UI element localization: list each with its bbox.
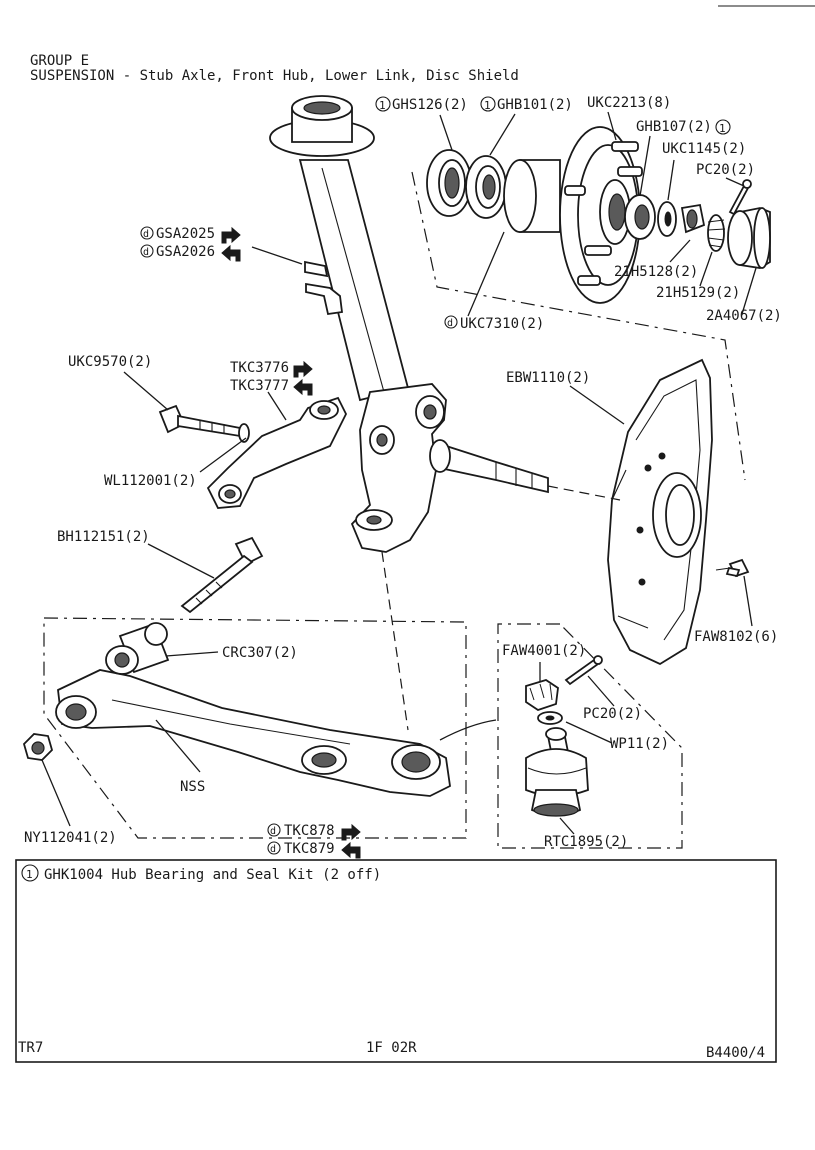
bolt-bh112151 <box>180 536 264 614</box>
footer-center: 1F 02R <box>366 1040 417 1056</box>
bolt-faw8102 <box>715 558 750 578</box>
footer-left: TR7 <box>18 1040 43 1056</box>
label-pc20-top: PC20(2) <box>696 162 755 178</box>
label-ukc9570: UKC9570(2) <box>68 354 152 370</box>
bearing-ghb101 <box>465 155 507 219</box>
washer-wp11 <box>537 711 563 725</box>
split-pin-pc20-bottom <box>564 655 603 686</box>
kit-note-box <box>15 859 777 1063</box>
kit-marker-ghs126 <box>375 96 391 112</box>
label-tkc878: TKC878 <box>284 823 335 839</box>
callout-labels: 1 GHS126(2) 1 GHB101(2) UKC2213(8) GHB10… <box>24 95 782 859</box>
group-heading: GROUP E <box>30 53 89 69</box>
strut-stub-axle <box>269 95 549 553</box>
retainer-21h5129 <box>707 214 726 252</box>
label-21h5128: 21H5128(2) <box>614 264 698 280</box>
label-ebw1110: EBW1110(2) <box>506 370 590 386</box>
nut-21h5128 <box>680 203 706 234</box>
label-gsa2025: GSA2025 <box>156 226 215 242</box>
label-tkc879: TKC879 <box>284 841 335 857</box>
arrow-left-icon <box>221 244 241 262</box>
assembly-line-strut-to-link <box>381 551 409 731</box>
d-marker-gsa2026-letter: d <box>143 247 149 258</box>
ball-joint-group <box>497 623 683 849</box>
label-rtc1895: RTC1895(2) <box>544 834 628 850</box>
d-marker-tkc878-letter: d <box>270 826 276 837</box>
d-marker-ukc7310 <box>444 315 458 329</box>
kit-marker-ghb107 <box>715 119 731 135</box>
label-tkc3777: TKC3777 <box>230 378 289 394</box>
label-gsa2026: GSA2026 <box>156 244 215 260</box>
label-ny112041: NY112041(2) <box>24 830 117 846</box>
label-crc307: CRC307(2) <box>222 645 298 661</box>
kit-note-text: GHK1004 Hub Bearing and Seal Kit (2 off) <box>44 867 381 883</box>
label-21h5129: 21H5129(2) <box>656 285 740 301</box>
label-bh112151: BH112151(2) <box>57 529 150 545</box>
kit-marker-ghs126-digit: 1 <box>379 99 386 112</box>
assembly-line-link-to-balljoint <box>439 719 497 741</box>
washer-ukc1145 <box>657 201 677 237</box>
d-marker-tkc879-letter: d <box>270 844 276 855</box>
d-marker-tkc879 <box>267 841 281 855</box>
kit-marker-ghb101-digit: 1 <box>484 99 491 112</box>
steering-arm-tkc3776 <box>206 396 348 509</box>
arrow-right-icon <box>221 226 241 244</box>
leader-lines <box>41 111 757 835</box>
label-tkc3776: TKC3776 <box>230 360 289 376</box>
lower-link-group <box>43 617 467 839</box>
kit-marker-ghb107-digit: 1 <box>719 122 726 135</box>
hub-ukc7310 <box>503 126 643 304</box>
bush-crc307 <box>105 622 170 675</box>
label-wp11: WP11(2) <box>610 736 669 752</box>
d-marker-gsa2026 <box>140 244 154 258</box>
label-pc20-bottom: PC20(2) <box>583 706 642 722</box>
kit-marker-ghb101 <box>480 96 496 112</box>
disc-shield-ebw1110 <box>607 358 713 666</box>
label-ukc7310: UKC7310(2) <box>460 316 544 332</box>
label-wl112001: WL112001(2) <box>104 473 197 489</box>
ball-joint-outline <box>497 623 683 849</box>
kit-marker-note <box>21 864 39 882</box>
footer-right: B4400/4 <box>706 1045 765 1061</box>
d-marker-gsa2025-letter: d <box>143 229 149 240</box>
label-nss: NSS <box>180 779 205 795</box>
nut-faw4001 <box>525 679 559 711</box>
label-ghs126: GHS126(2) <box>392 97 468 113</box>
label-faw8102: FAW8102(6) <box>694 629 778 645</box>
hub-cap-2a4067 <box>727 207 771 269</box>
label-ukc2213: UKC2213(8) <box>587 95 671 111</box>
assembly-line-spindle-to-shield <box>547 485 621 501</box>
page-title: SUSPENSION - Stub Axle, Front Hub, Lower… <box>30 68 519 84</box>
bolt-ukc9570 <box>158 404 250 443</box>
nut-ny112041 <box>22 733 54 761</box>
ball-joint-rtc1895 <box>525 727 589 817</box>
bearing-ghb107 <box>624 194 656 240</box>
d-marker-gsa2025 <box>140 226 154 240</box>
arrow-right-icon <box>341 823 361 841</box>
hub-group-outline <box>411 171 746 481</box>
d-marker-tkc878 <box>267 823 281 837</box>
label-ghb107: GHB107(2) <box>636 119 712 135</box>
label-ghb101: GHB101(2) <box>497 97 573 113</box>
arrow-right-icon <box>293 360 313 378</box>
seal-ghs126 <box>426 149 472 217</box>
label-ukc1145: UKC1145(2) <box>662 141 746 157</box>
label-faw4001: FAW4001(2) <box>502 643 586 659</box>
label-2a4067: 2A4067(2) <box>706 308 782 324</box>
arrow-left-icon <box>341 841 361 859</box>
split-pin-pc20-top <box>728 179 752 216</box>
d-marker-ukc7310-letter: d <box>447 318 453 329</box>
kit-marker-note-digit: 1 <box>26 868 33 881</box>
lower-link-outline <box>43 617 467 839</box>
hub-assembly-group <box>411 126 771 481</box>
arrow-left-icon <box>293 378 313 396</box>
